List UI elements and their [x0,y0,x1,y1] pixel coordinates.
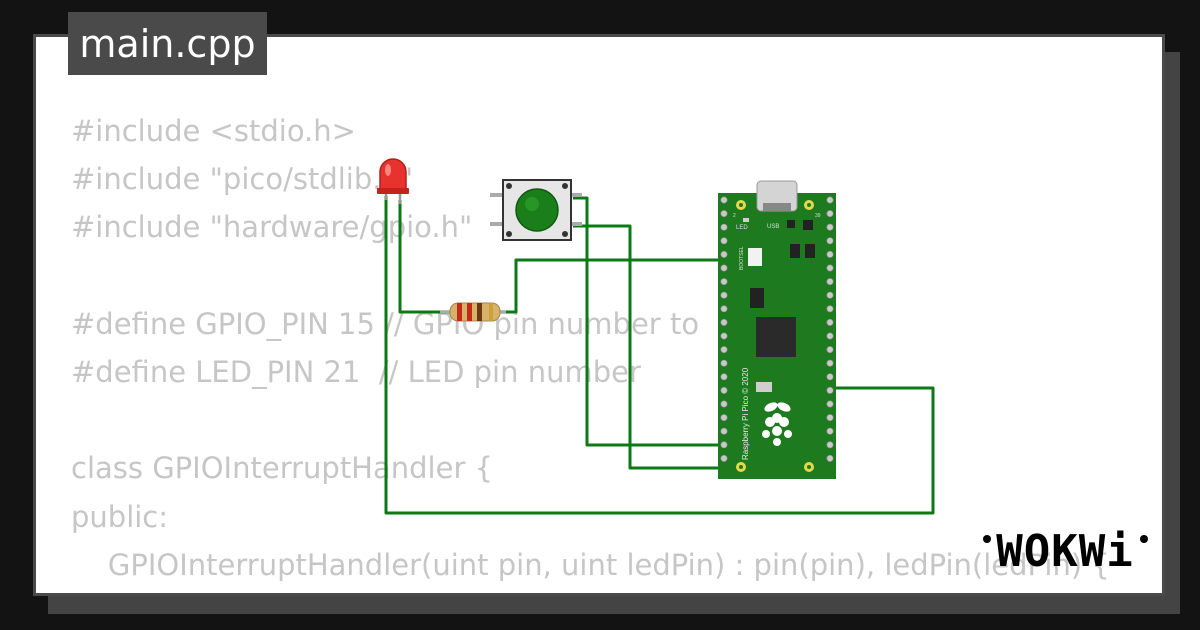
usb-label: USB [767,224,779,230]
pico-component [756,382,772,392]
pico-pin[interactable] [826,264,834,272]
pin-label-right: 39 [815,213,821,219]
pico-pin[interactable] [826,305,834,313]
code-line-1: #include <stdio.h> [71,114,356,148]
pico-pin[interactable] [720,291,728,299]
pico-component [805,244,815,258]
pico-pin[interactable] [720,278,728,286]
wire-button-to-gp14[interactable] [573,196,726,447]
raspberry-pi-pico[interactable]: 2 39 LED USB BOOTSEL Raspberry Pi Pico ©… [718,180,836,479]
board-silk-label: Raspberry Pi Pico © 2020 [741,367,750,460]
pico-pin[interactable] [720,264,728,272]
raspberry-logo-icon [762,402,792,446]
pico-pin[interactable] [720,196,728,204]
pico-pin[interactable] [720,210,728,218]
code-listing: #include <stdio.h>#include "pico/stdlib.… [71,107,1110,589]
pico-component [750,288,764,308]
pico-pin[interactable] [826,223,834,231]
bootsel-button[interactable] [748,248,762,266]
wokwi-logo[interactable]: WOKWi [975,520,1155,580]
wire-led-cathode-to-gp21[interactable] [384,196,935,515]
pico-pin[interactable] [826,454,834,462]
pico-right-pins[interactable] [826,196,834,462]
pico-pin[interactable] [720,223,728,231]
pico-pin[interactable] [720,346,728,354]
code-line-3: #include "hardware/gpio.h" [71,210,473,245]
pico-pin[interactable] [826,441,834,449]
pico-pin[interactable] [826,196,834,204]
pico-component [787,220,795,228]
code-line-5: #define GPIO_PIN 15 // GPIO pin number t… [71,306,700,341]
code-line-9: public: [71,499,169,534]
pico-pin[interactable] [720,250,728,258]
pico-left-pins[interactable] [720,196,728,462]
pico-pin[interactable] [720,427,728,435]
led[interactable] [377,158,409,204]
wire-resistor-to-3v3[interactable] [500,258,726,314]
pico-pin[interactable] [720,359,728,367]
pico-pin[interactable] [826,318,834,326]
pico-pin[interactable] [826,210,834,218]
pico-pin[interactable] [826,250,834,258]
pico-pin[interactable] [826,427,834,435]
pico-component [803,220,813,230]
pico-pin[interactable] [826,373,834,381]
pico-pin[interactable] [826,414,834,422]
pico-pin[interactable] [720,305,728,313]
wokwi-logo-text: WOKWi [996,526,1133,577]
code-line-10: GPIOInterruptHandler(uint pin, uint ledP… [71,547,1110,582]
code-line-6: #define LED_PIN 21 // LED pin number [71,354,641,389]
pico-pin[interactable] [826,278,834,286]
pico-pin[interactable] [720,332,728,340]
wire-led-to-resistor[interactable] [398,200,450,314]
pico-pin[interactable] [720,386,728,394]
bootsel-label: BOOTSEL [739,246,745,270]
wire-button-to-gp15[interactable] [573,224,726,470]
pico-pin[interactable] [826,291,834,299]
pico-pin[interactable] [826,237,834,245]
onboard-led [743,218,749,222]
pico-pin[interactable] [720,414,728,422]
rp2040-chip [756,317,796,357]
pico-pin[interactable] [720,454,728,462]
pico-pin[interactable] [826,386,834,394]
pico-pin[interactable] [720,237,728,245]
preview-card: #include <stdio.h>#include "pico/stdlib.… [33,34,1165,596]
pico-pin[interactable] [826,346,834,354]
resistor[interactable] [440,302,506,322]
wires [384,196,935,515]
pico-pin[interactable] [720,400,728,408]
pico-pin[interactable] [720,318,728,326]
pin-label-left: 2 [733,213,736,219]
pico-pin[interactable] [826,359,834,367]
pico-pin[interactable] [720,373,728,381]
pico-pin[interactable] [720,441,728,449]
pico-component [790,244,800,258]
pico-pin[interactable] [826,332,834,340]
file-name-tab[interactable]: main.cpp [68,12,267,75]
pushbutton[interactable] [490,179,582,241]
led-label: LED [736,225,748,231]
code-line-8: class GPIOInterruptHandler { [71,451,494,486]
pico-pin[interactable] [826,400,834,408]
